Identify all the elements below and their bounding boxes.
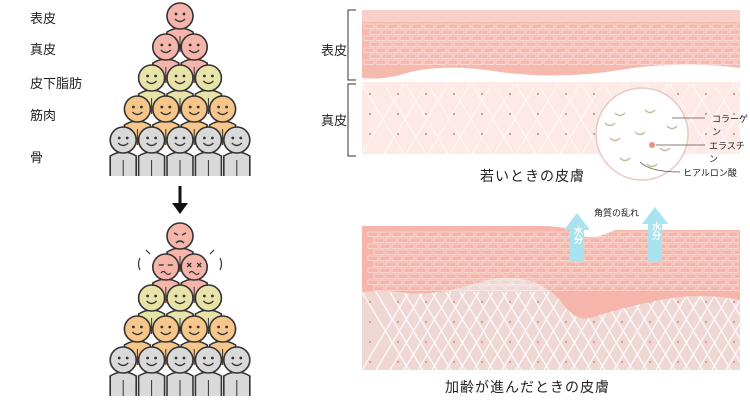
- person-figure: [166, 346, 194, 396]
- epidermis-bracket: [347, 9, 356, 81]
- water-arrow-right-icon: [642, 207, 668, 262]
- layer-label-dermis: 真皮: [30, 43, 57, 58]
- person-figure: [223, 346, 251, 396]
- layer-label-epidermis: 表皮: [30, 12, 57, 27]
- pyramid-aged: [109, 222, 251, 396]
- person-figure: [223, 126, 251, 176]
- water-arrow-left-icon: [564, 213, 590, 262]
- person-figure: [109, 346, 137, 396]
- young-epidermis-area: [362, 10, 740, 79]
- person-figure: [137, 346, 166, 396]
- person-figure: [180, 315, 208, 365]
- water-label-left: 水分: [572, 226, 582, 244]
- pyramid-young: [109, 2, 251, 176]
- layer-label-muscle: 筋肉: [30, 109, 57, 124]
- legend-elastin: エラスチン: [709, 142, 745, 165]
- person-figure: [166, 126, 194, 176]
- legend-hyaluronic-acid: ヒアルロン酸: [683, 169, 737, 179]
- person-figure: [152, 315, 180, 365]
- caption-aged-skin: 加齢が進んだときの皮膚: [445, 380, 610, 396]
- arrow-down-icon: [172, 186, 188, 214]
- caption-young-skin: 若いときの皮膚: [480, 169, 585, 185]
- young-skin-diagram: [347, 9, 750, 181]
- aged-skin-diagram: [361, 207, 750, 371]
- skin-label-dermis: 真皮: [321, 114, 348, 129]
- person-figure: [137, 126, 166, 176]
- person-figure: [123, 95, 152, 145]
- water-label-right: 水分: [650, 222, 660, 240]
- annotation-stratum-disorder: 角質の乱れ: [594, 209, 640, 219]
- legend-collagen: コラーゲン: [712, 115, 749, 138]
- person-figure: [208, 315, 237, 365]
- skin-label-epidermis: 表皮: [321, 44, 348, 59]
- person-figure: [194, 346, 223, 396]
- layer-label-bone: 骨: [30, 151, 44, 166]
- person-figure: [109, 126, 137, 176]
- person-figure: [152, 253, 180, 303]
- person-figure: [194, 126, 223, 176]
- layer-label-fat: 皮下脂肪: [30, 77, 83, 92]
- dermis-bracket: [347, 83, 356, 157]
